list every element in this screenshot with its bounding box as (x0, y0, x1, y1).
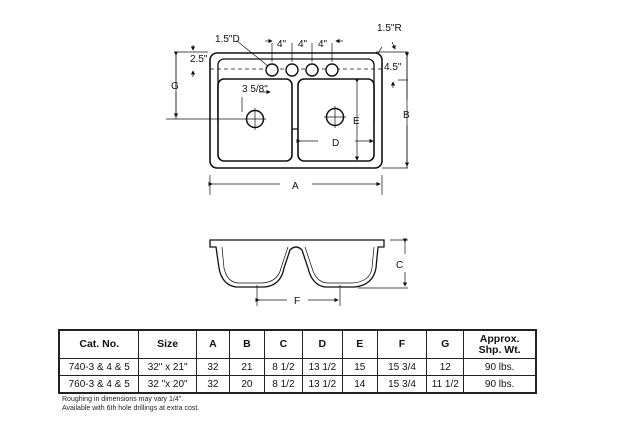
table-cell: 11 1/2 (426, 375, 465, 394)
table-cell: 32" x 21" (138, 358, 197, 376)
table-cell: 90 lbs. (463, 358, 537, 376)
table-cell: 12 (426, 358, 465, 376)
top-view (166, 38, 410, 195)
spacing-label-3: 4" (318, 39, 328, 50)
column-header: F (376, 329, 428, 359)
spacing-label-2: 4" (298, 39, 308, 50)
top-offset-label: 2.5" (190, 54, 208, 65)
column-header: Approx.Shp. Wt. (463, 329, 537, 359)
table-cell: 740-3 & 4 & 5 (58, 358, 140, 376)
right-offset-label: 4.5" (384, 62, 402, 73)
dimension-e-label: E (353, 116, 360, 127)
dimension-c-label: C (396, 260, 403, 271)
table-cell: 13 1/2 (301, 375, 343, 394)
table-cell: 21 (228, 358, 265, 376)
table-cell: 32 (195, 358, 230, 376)
dimension-a-label: A (292, 181, 299, 192)
dimension-f-label: F (294, 296, 300, 307)
side-view (209, 238, 408, 306)
table-cell: 8 1/2 (263, 358, 303, 376)
column-header: A (195, 329, 230, 359)
top-view-labels: 1.5"D 4" 4" 4" 1.5"R 2.5" 4.5" 3 5/8" G … (171, 23, 410, 192)
table-cell: 760-3 & 4 & 5 (58, 375, 140, 394)
drilling-note: Available with 6th hole drillings at ext… (62, 405, 200, 412)
corner-radius-label: 1.5"R (377, 23, 402, 34)
table-cell: 15 3/4 (376, 375, 428, 394)
column-header: B (228, 329, 265, 359)
dimension-g-label: G (171, 81, 179, 92)
drain-offset-label: 3 5/8" (242, 84, 268, 95)
column-header: Cat. No. (58, 329, 140, 359)
column-header: E (341, 329, 378, 359)
column-header: G (426, 329, 465, 359)
table-cell: 15 3/4 (376, 358, 428, 376)
table-cell: 13 1/2 (301, 358, 343, 376)
table-cell: 32 "x 20" (138, 375, 197, 394)
roughing-note: Roughing in dimensions may vary 1/4". (62, 396, 184, 403)
table-cell: 8 1/2 (263, 375, 303, 394)
table-cell: 20 (228, 375, 265, 394)
table-cell: 32 (195, 375, 230, 394)
footnotes: Roughing in dimensions may vary 1/4". Av… (62, 395, 199, 413)
column-header: Size (138, 329, 197, 359)
column-header: D (301, 329, 343, 359)
table-cell: 15 (341, 358, 378, 376)
spacing-label-1: 4" (277, 39, 287, 50)
table-cell: 14 (341, 375, 378, 394)
faucet-holes (265, 63, 339, 77)
column-header: C (263, 329, 303, 359)
dimension-d-label: D (332, 138, 339, 149)
hole-diameter-label: 1.5"D (215, 34, 240, 45)
table-cell: 90 lbs. (463, 375, 537, 394)
dimension-b-label: B (403, 110, 410, 121)
